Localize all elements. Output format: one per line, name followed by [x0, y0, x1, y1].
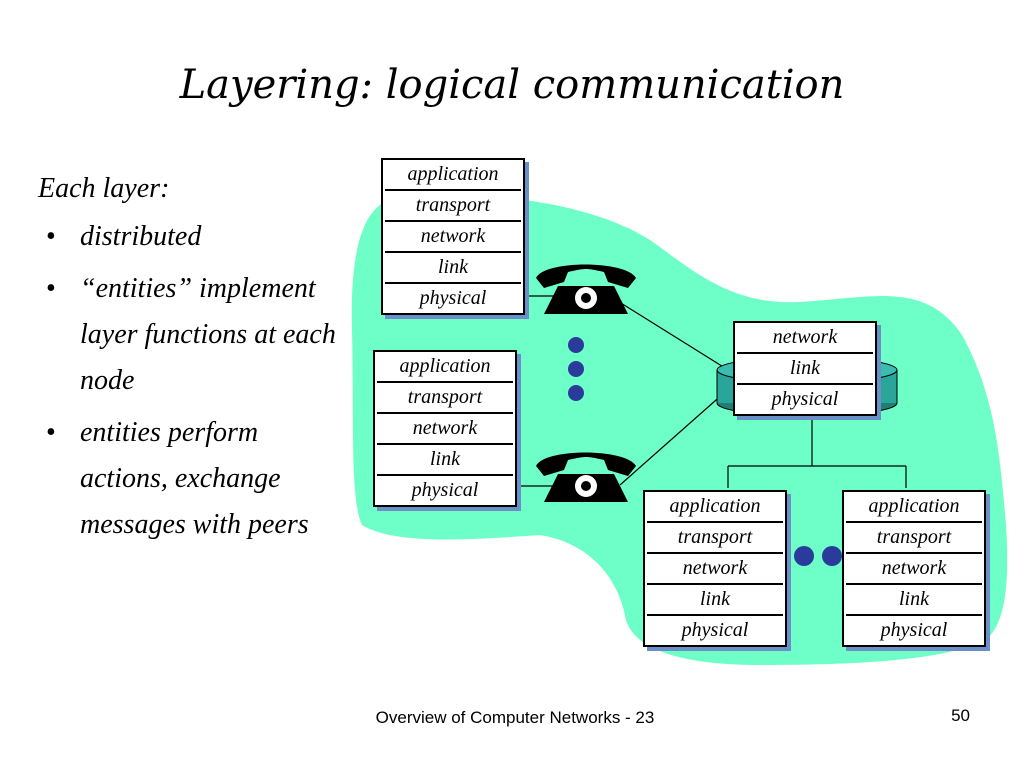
- host-mid-stack: application transport network link physi…: [373, 350, 517, 507]
- ellipsis-dots-icon: [794, 546, 842, 566]
- layer-physical: physical: [411, 479, 479, 501]
- bullet-intro: Each layer:: [38, 173, 170, 204]
- layer-transport: transport: [647, 523, 783, 554]
- layer-physical: physical: [771, 388, 839, 410]
- host-top-stack: application transport network link physi…: [381, 158, 525, 315]
- bullet-item: “entities” implement layer functions at …: [38, 266, 338, 404]
- layer-network: network: [647, 554, 783, 585]
- layer-transport: transport: [385, 191, 521, 222]
- slide-title: Layering: logical communication: [179, 62, 845, 108]
- layer-network: network: [846, 554, 982, 585]
- layer-transport: transport: [377, 383, 513, 414]
- layer-network: network: [385, 222, 521, 253]
- layer-physical: physical: [681, 619, 749, 641]
- link-line: [619, 384, 734, 486]
- layer-application: application: [647, 492, 783, 523]
- page-number: 50: [951, 706, 970, 725]
- layer-application: application: [385, 160, 521, 191]
- layer-network: network: [377, 414, 513, 445]
- bullet-item: distributed: [38, 214, 338, 260]
- layer-link: link: [377, 445, 513, 476]
- bullet-item: entities perform actions, exchange messa…: [38, 410, 338, 548]
- layer-application: application: [377, 352, 513, 383]
- layer-network: network: [737, 323, 873, 354]
- host-bottom-right-stack: application transport network link physi…: [842, 490, 986, 647]
- layer-transport: transport: [846, 523, 982, 554]
- telephone-icon: [536, 264, 636, 314]
- host-bottom-left-stack: application transport network link physi…: [643, 490, 787, 647]
- router-stack: network link physical: [733, 321, 877, 416]
- ellipsis-dots-icon: [568, 337, 584, 401]
- layer-physical: physical: [880, 619, 948, 641]
- layer-physical: physical: [419, 287, 487, 309]
- telephone-icon: [536, 452, 636, 502]
- bullet-list: Each layer: distributed “entities” imple…: [38, 166, 338, 554]
- footer-text: Overview of Computer Networks - 23: [375, 708, 655, 727]
- layer-application: application: [846, 492, 982, 523]
- layer-link: link: [846, 585, 982, 616]
- layer-link: link: [385, 253, 521, 284]
- layer-link: link: [647, 585, 783, 616]
- layer-link: link: [737, 354, 873, 385]
